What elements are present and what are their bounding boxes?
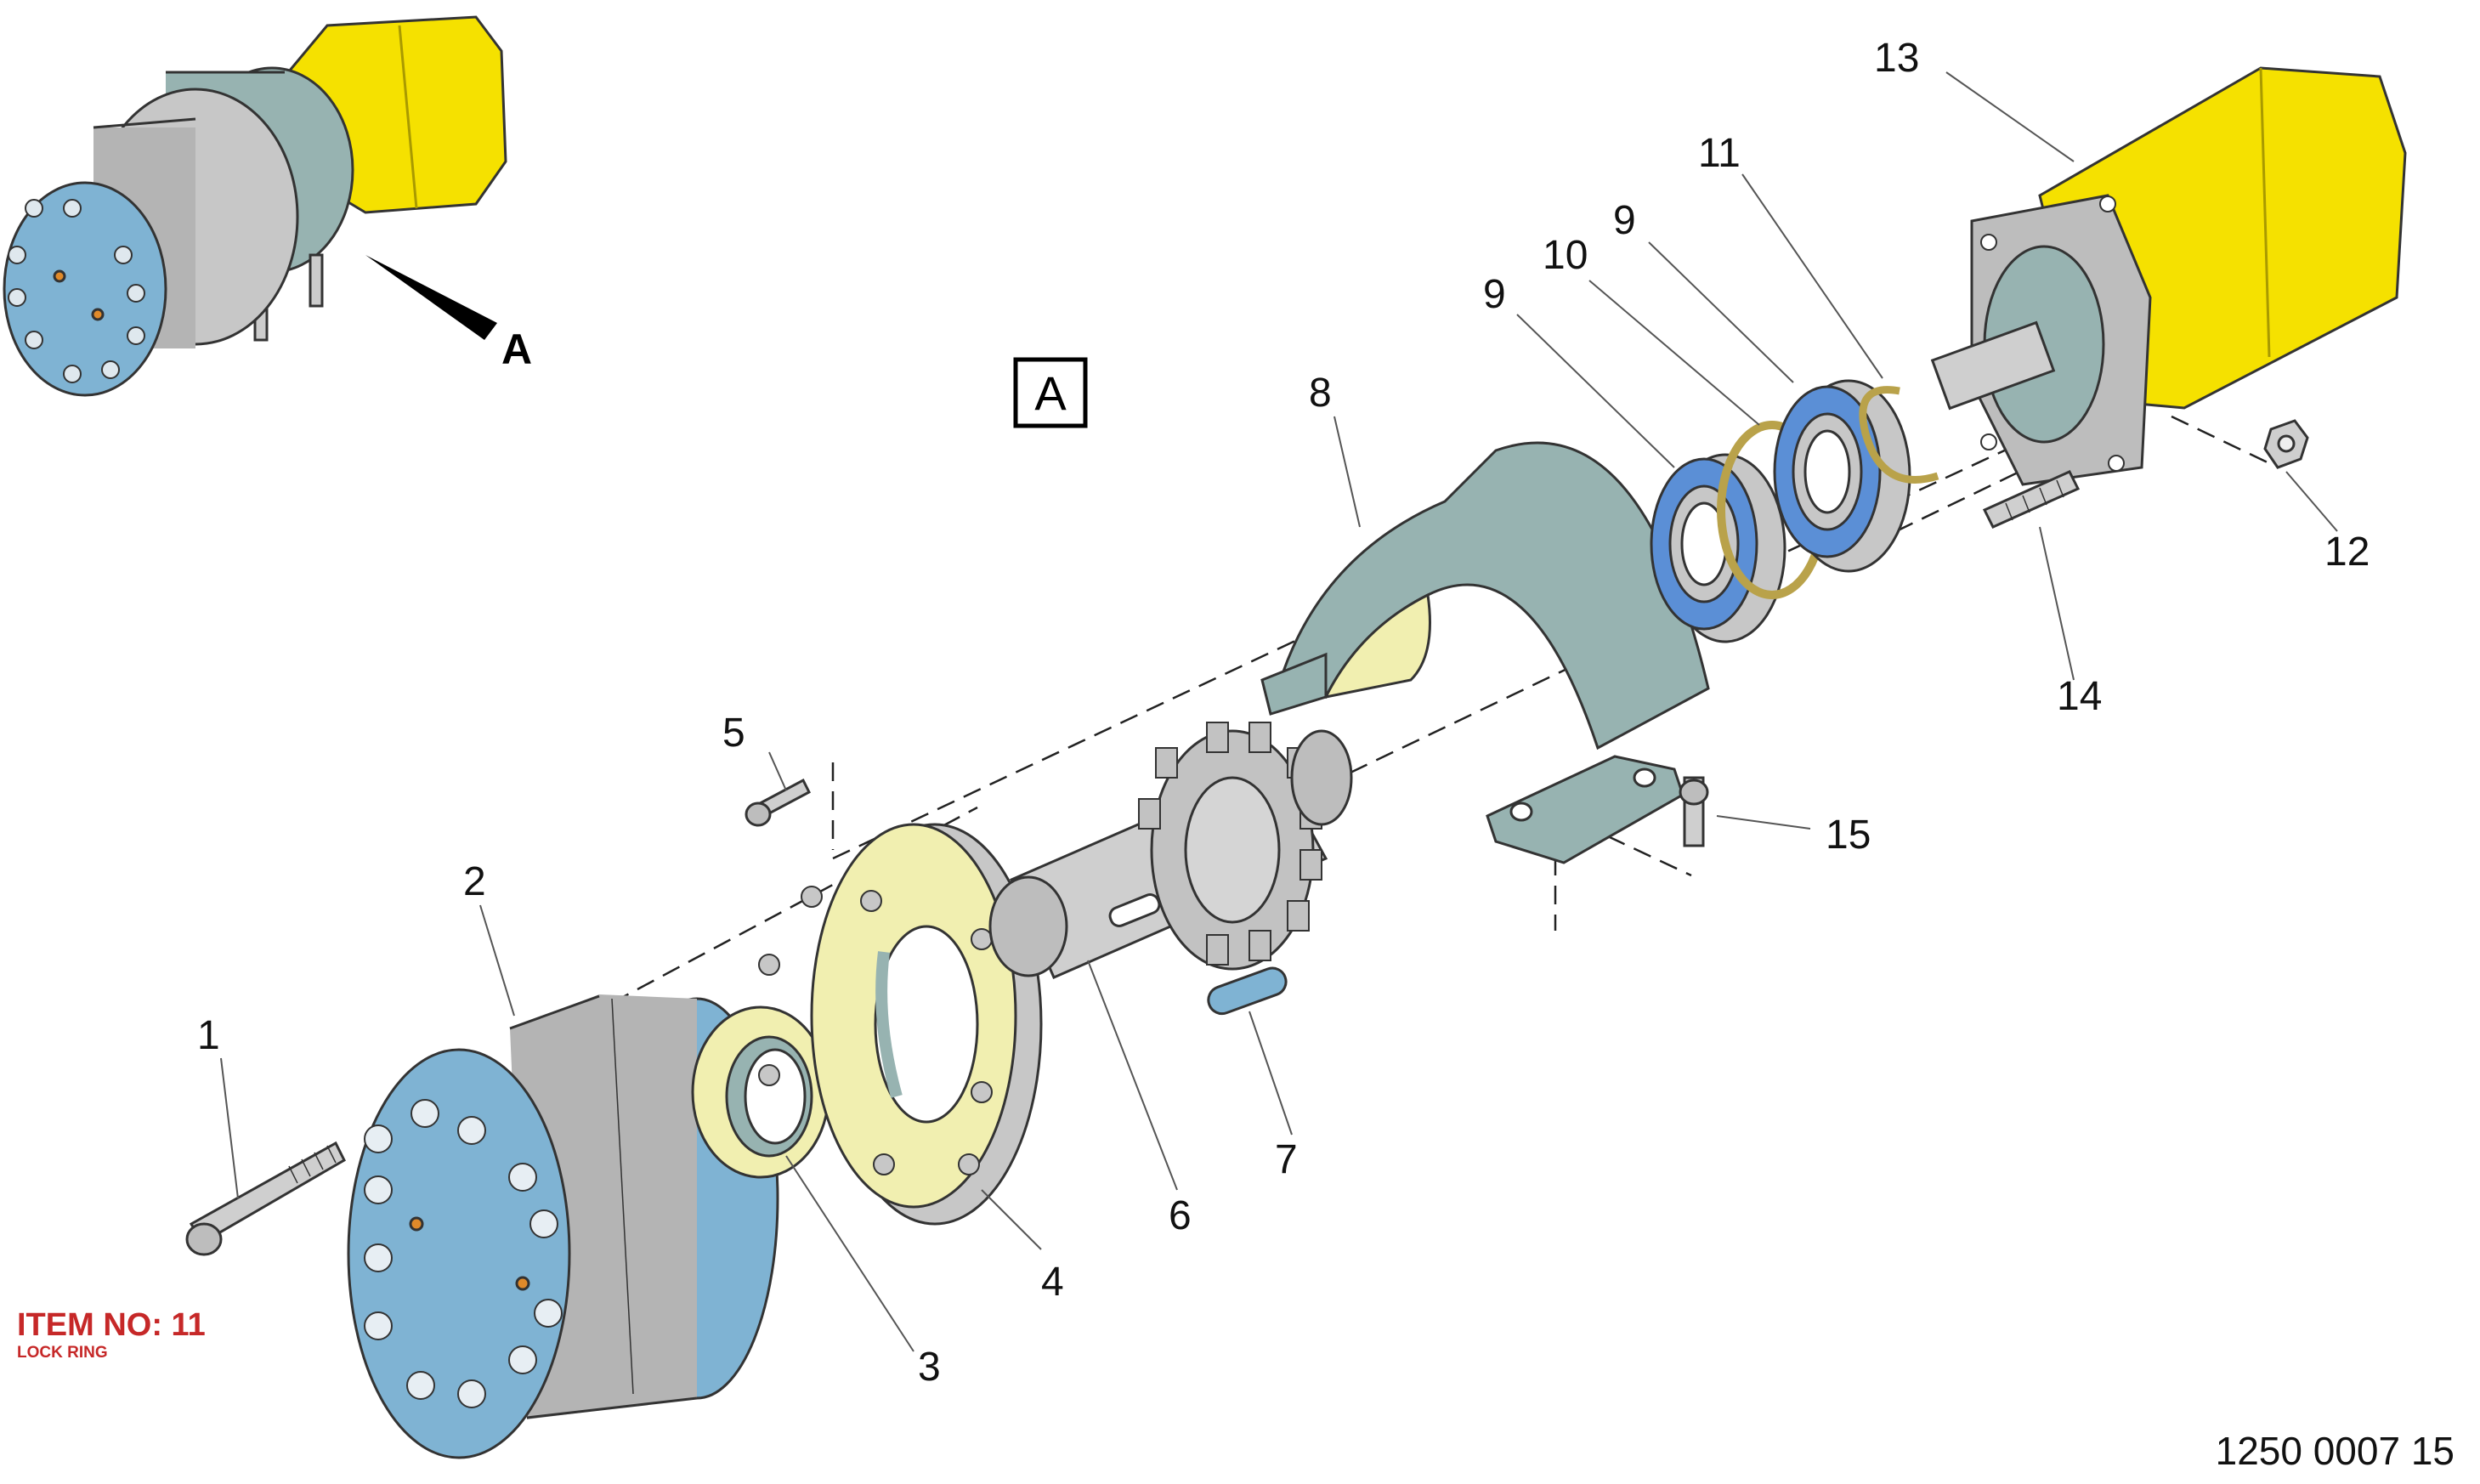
part-3-seal <box>691 1005 830 1179</box>
part-4-flange <box>758 823 1043 1226</box>
callout-1: 1 <box>197 1013 220 1058</box>
callout-6: 6 <box>1169 1193 1192 1238</box>
callout-numbers: 1 2 3 4 5 6 7 8 9 10 9 11 12 13 14 15 <box>197 36 2370 1390</box>
part-12-nut <box>2263 419 2309 469</box>
callout-7: 7 <box>1275 1137 1298 1182</box>
view-a-label: A <box>1034 366 1067 420</box>
part-9-bearing-rear <box>1773 379 1911 573</box>
part-14-stud <box>1982 470 2081 529</box>
callout-13: 13 <box>1874 36 1919 81</box>
callout-3: 3 <box>918 1345 941 1390</box>
callout-5: 5 <box>722 711 745 756</box>
arrow-pointer-icon <box>365 255 497 340</box>
part-6-shaft-gear <box>988 722 1353 979</box>
callout-9a: 9 <box>1483 272 1506 317</box>
part-7-key <box>1207 966 1288 1016</box>
callout-9b: 9 <box>1613 198 1636 243</box>
part-15-screw <box>1679 776 1709 847</box>
item-note: ITEM NO: 11 LOCK RING <box>17 1309 206 1361</box>
callout-14: 14 <box>2057 674 2102 719</box>
part-5-screw <box>745 778 811 827</box>
callout-2: 2 <box>463 859 486 904</box>
callout-11: 11 <box>1698 131 1741 176</box>
leader-lines <box>220 71 2338 1352</box>
part-1-bolt <box>185 1141 346 1256</box>
item-note-title: ITEM NO: 11 <box>17 1307 206 1343</box>
callout-15: 15 <box>1826 813 1871 858</box>
callout-12: 12 <box>2324 530 2370 575</box>
view-a-box <box>1013 357 1088 428</box>
item-note-subtitle: LOCK RING <box>17 1344 108 1362</box>
part-8-bracket <box>1260 441 1710 864</box>
callout-8: 8 <box>1309 371 1332 416</box>
view-pointer-label: A <box>501 326 532 373</box>
part-2-housing <box>347 994 779 1459</box>
drawing-number: 1250 0007 15 <box>2215 1429 2455 1473</box>
inset-assembly-view <box>3 15 507 397</box>
callout-4: 4 <box>1041 1260 1064 1305</box>
part-11-lock-ring <box>1859 386 1939 484</box>
callout-10: 10 <box>1543 233 1588 278</box>
part-13-motor <box>1930 66 2407 486</box>
